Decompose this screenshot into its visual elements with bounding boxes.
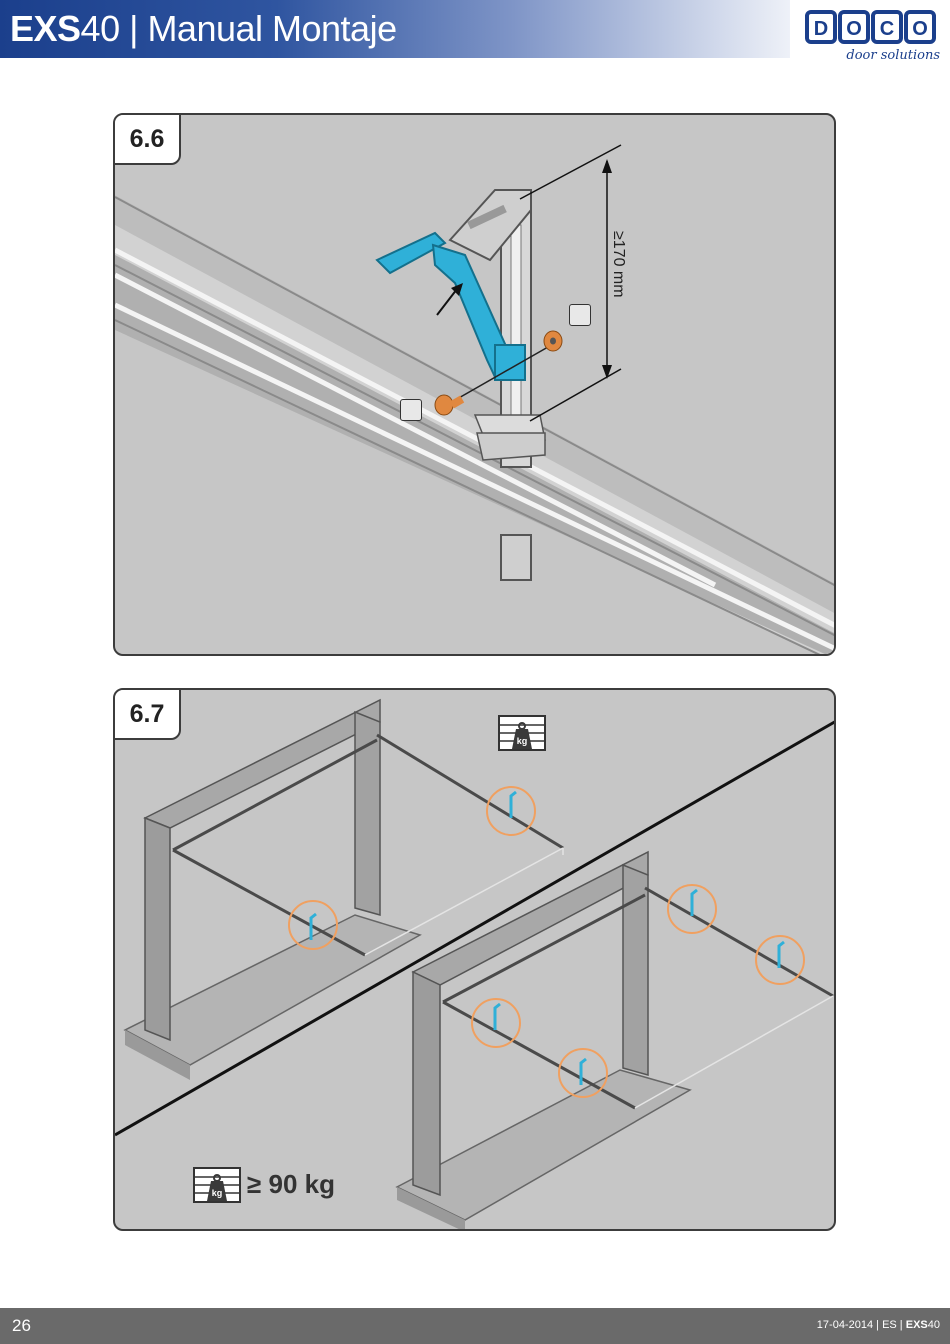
footer-model-number: 40 — [928, 1319, 940, 1331]
step-label-6-6: 6.6 — [113, 113, 181, 165]
doco-logo: D O C O door solutions — [804, 8, 940, 70]
logo-tagline: door solutions — [804, 48, 940, 63]
weight-icon: kg — [193, 1167, 241, 1203]
footer-language: ES — [882, 1319, 897, 1331]
callout-box-bolt — [400, 399, 422, 421]
page-number: 26 — [12, 1316, 31, 1336]
dimension-label: ≥170 mm — [609, 231, 627, 298]
footer-model-bold: EXS — [906, 1319, 928, 1331]
weight-icon-unit: kg — [212, 1188, 223, 1198]
footer-separator: | — [873, 1319, 882, 1331]
step-6-6-panel: 6.6 ≥170 mm — [113, 113, 836, 656]
logo-letter: O — [846, 18, 862, 40]
door-frame-illustration — [115, 690, 836, 1231]
step-label-6-7: 6.7 — [113, 688, 181, 740]
weight-icon: kg — [498, 715, 546, 751]
callout-box-nut — [569, 304, 591, 326]
title-brand: EXS — [10, 8, 81, 49]
weight-icon-unit: kg — [517, 736, 528, 746]
document-title: EXS40 | Manual Montaje — [10, 8, 397, 50]
rail-bracket-illustration — [115, 115, 836, 656]
footer-date: 17-04-2014 — [817, 1319, 873, 1331]
logo-letter: C — [880, 18, 894, 40]
doco-logo-mark: D O C O — [804, 8, 940, 48]
title-rest: 40 | Manual Montaje — [81, 8, 397, 49]
logo-letter: O — [912, 18, 928, 40]
footer-separator: | — [897, 1319, 906, 1331]
page-footer: 26 17-04-2014 | ES | EXS40 — [0, 1308, 950, 1344]
footer-info: 17-04-2014 | ES | EXS40 — [817, 1319, 940, 1331]
header-bar: EXS40 | Manual Montaje — [0, 0, 790, 58]
logo-letter: D — [814, 18, 828, 40]
weight-requirement: ≥ 90 kg — [247, 1169, 335, 1200]
step-6-7-panel: 6.7 kg kg ≥ 90 kg — [113, 688, 836, 1231]
